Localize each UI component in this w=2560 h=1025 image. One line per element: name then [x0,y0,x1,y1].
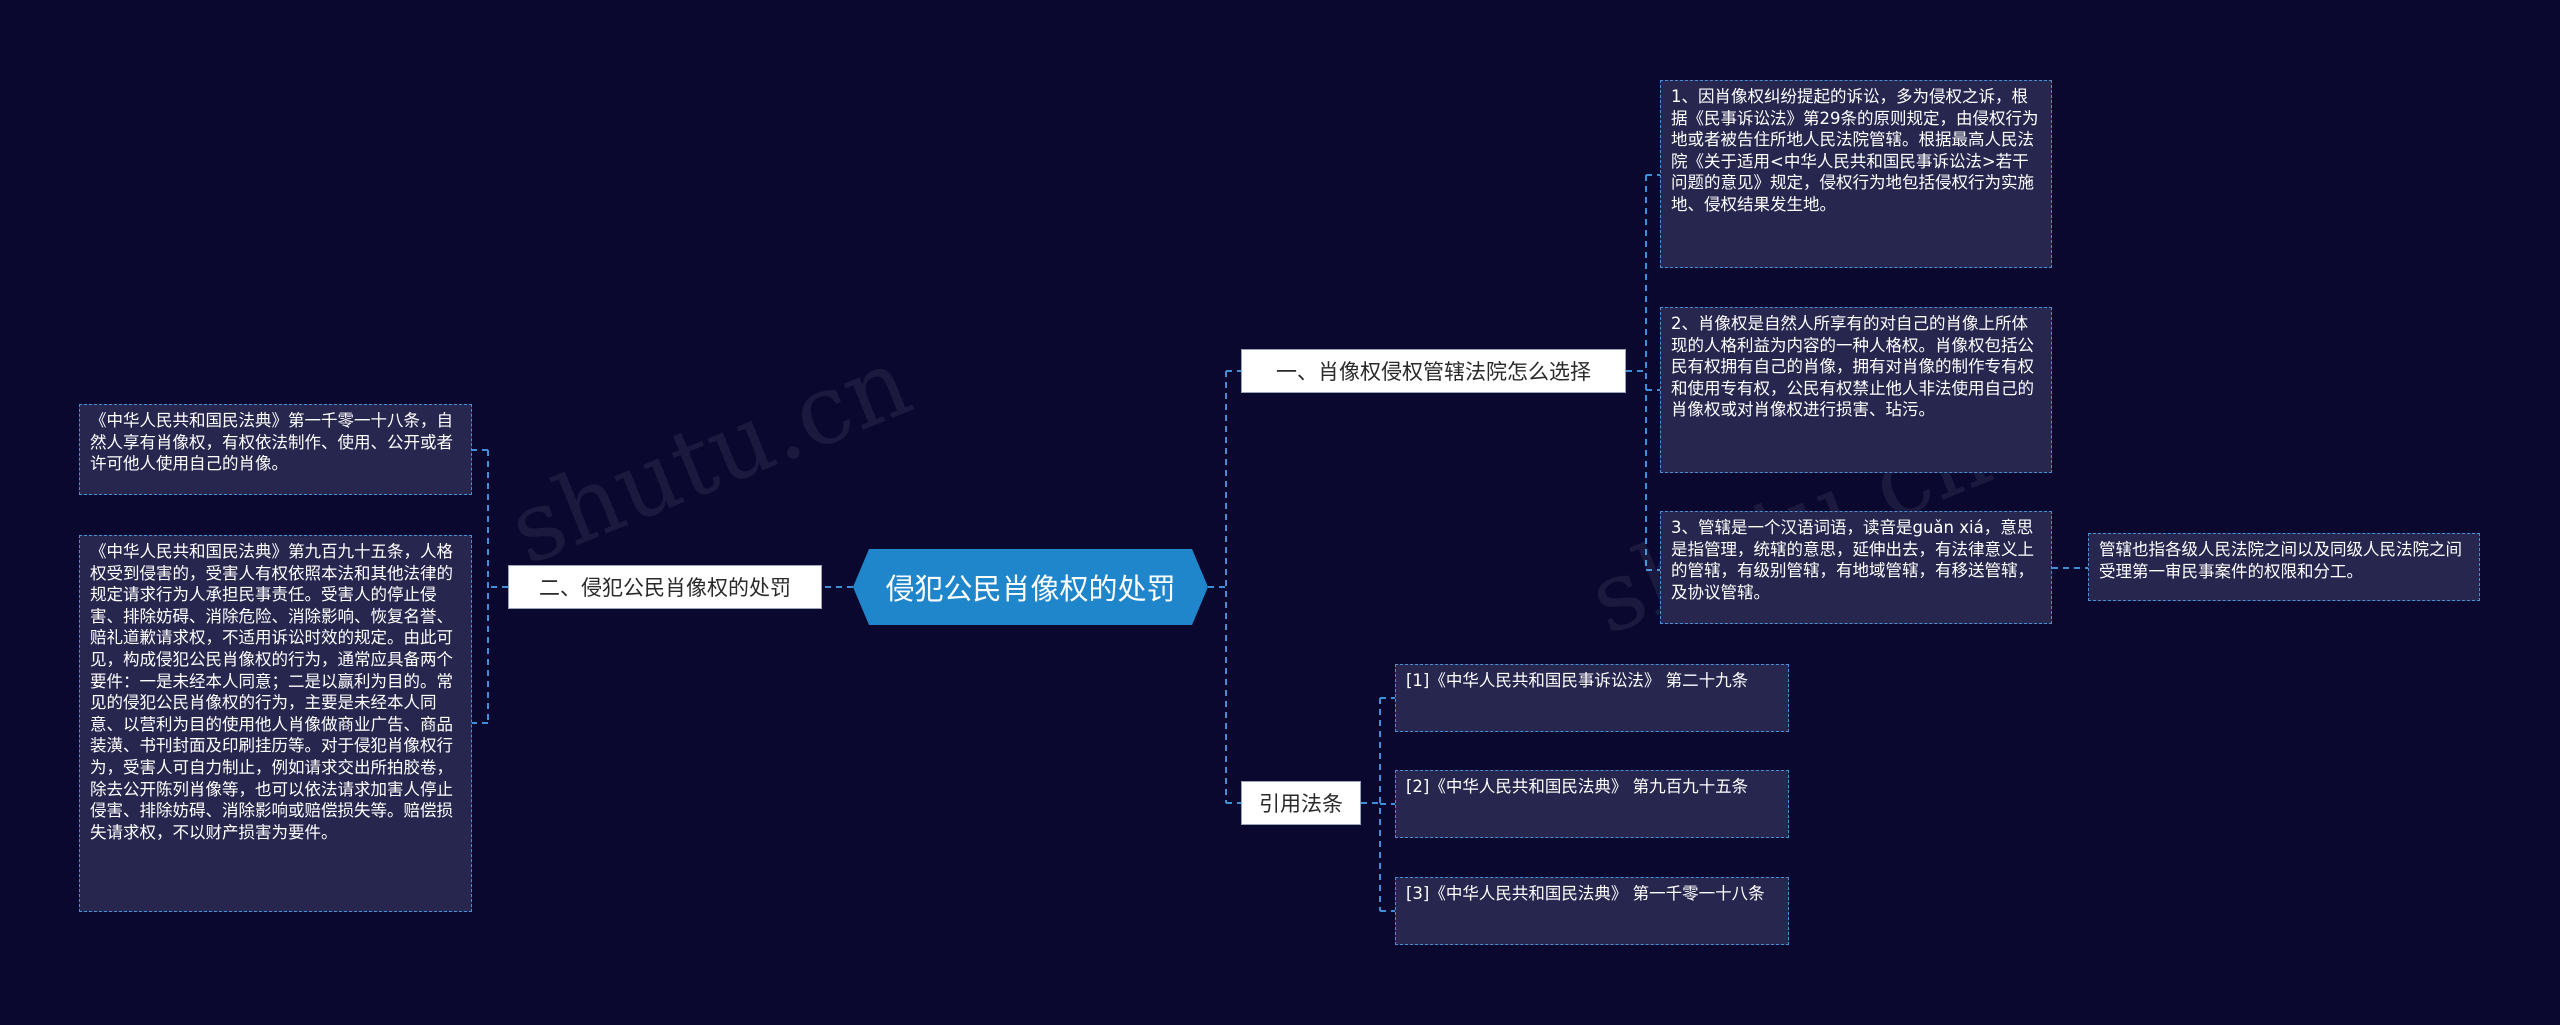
branch-node-cited-laws[interactable]: 引用法条 [1241,781,1361,825]
root-node[interactable]: 侵犯公民肖像权的处罚 [853,549,1208,625]
branch-node-penalty[interactable]: 二、侵犯公民肖像权的处罚 [508,565,822,609]
leaf-node[interactable]: [1]《中华人民共和国民事诉讼法》 第二十九条 [1395,664,1789,732]
branch-node-jurisdiction[interactable]: 一、肖像权侵权管辖法院怎么选择 [1241,349,1626,393]
leaf-node[interactable]: [3]《中华人民共和国民法典》 第一千零一十八条 [1395,877,1789,945]
leaf-node[interactable]: 《中华人民共和国民法典》第一千零一十八条，自然人享有肖像权，有权依法制作、使用、… [79,404,472,495]
leaf-node[interactable]: 1、因肖像权纠纷提起的诉讼，多为侵权之诉，根据《民事诉讼法》第29条的原则规定，… [1660,80,2052,268]
sub-leaf-node[interactable]: 管辖也指各级人民法院之间以及同级人民法院之间受理第一审民事案件的权限和分工。 [2088,533,2480,601]
leaf-node[interactable]: 3、管辖是一个汉语词语，读音是guǎn xiá，意思是指管理，统辖的意思，延伸出… [1660,511,2052,624]
leaf-node[interactable]: 2、肖像权是自然人所享有的对自己的肖像上所体现的人格利益为内容的一种人格权。肖像… [1660,307,2052,473]
leaf-node[interactable]: 《中华人民共和国民法典》第九百九十五条，人格权受到侵害的，受害人有权依照本法和其… [79,535,472,912]
leaf-node[interactable]: [2]《中华人民共和国民法典》 第九百九十五条 [1395,770,1789,838]
